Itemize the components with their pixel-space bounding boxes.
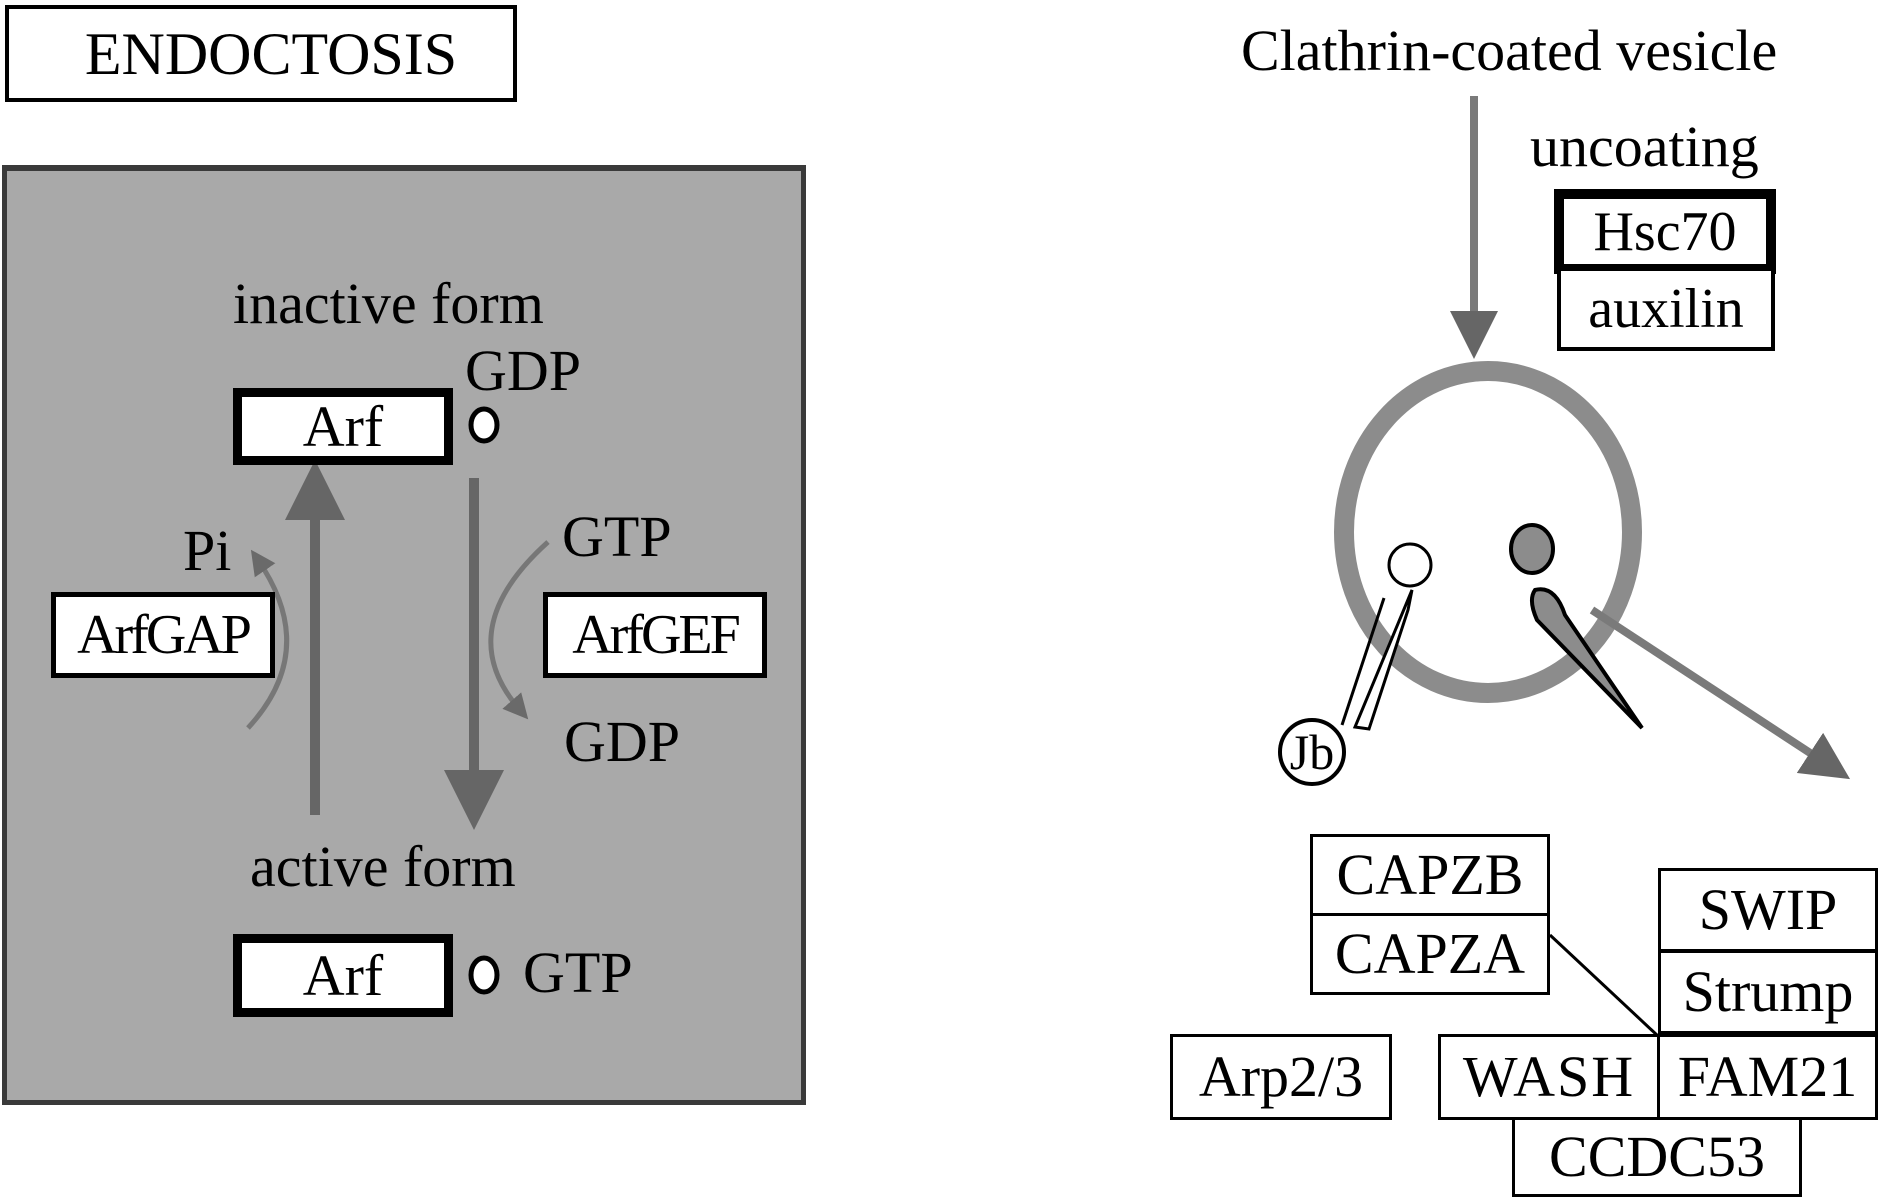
title-box: ENDOCTOSIS — [5, 5, 517, 102]
white-ligand-circle — [1387, 542, 1433, 588]
gef-curve-arrow — [488, 540, 550, 720]
vesicle-membrane — [1334, 361, 1642, 703]
capzb-label: CAPZB — [1336, 842, 1524, 907]
jb-circle — [1278, 718, 1346, 786]
swip-box: SWIP — [1658, 868, 1878, 952]
active-form-label: active form — [250, 834, 516, 899]
outgoing-arrow — [1589, 606, 1851, 780]
gtp-label: GTP — [523, 940, 633, 1005]
capza-label: CAPZA — [1334, 921, 1526, 986]
gdp-circle — [468, 406, 500, 444]
capza-box: CAPZA — [1310, 913, 1550, 995]
auxilin-label: auxilin — [1588, 278, 1744, 340]
grey-ligand-circle — [1509, 523, 1555, 575]
pi-label: Pi — [183, 518, 232, 583]
arp23-box: Arp2/3 — [1170, 1034, 1392, 1120]
arf-inactive-label: Arf — [302, 393, 384, 459]
fam21-label: FAM21 — [1677, 1044, 1858, 1109]
wash-box: WASH — [1438, 1034, 1660, 1120]
title-text: ENDOCTOSIS — [84, 20, 458, 87]
wash-label: WASH — [1462, 1044, 1636, 1109]
clathrin-vesicle-title: Clathrin-coated vesicle — [1241, 18, 1778, 83]
hsc70-label: Hsc70 — [1593, 200, 1737, 263]
arf-inactive-box: Arf — [233, 388, 453, 465]
ccdc53-box: CCDC53 — [1512, 1117, 1802, 1197]
fam21-box: FAM21 — [1657, 1034, 1878, 1120]
gap-curve-arrow — [246, 549, 290, 730]
capza-connector-line — [1548, 933, 1660, 1038]
swip-label: SWIP — [1698, 877, 1838, 942]
capzb-box: CAPZB — [1310, 834, 1550, 916]
gdp-output-label: GDP — [564, 709, 681, 774]
jb-tether-outer — [1340, 597, 1386, 726]
jb-tether — [1352, 589, 1414, 731]
strump-box: Strump — [1658, 950, 1878, 1034]
auxilin-box: auxilin — [1557, 271, 1775, 351]
arp23-label: Arp2/3 — [1198, 1044, 1364, 1109]
arfgap-label: ArfGAP — [77, 604, 252, 666]
ccdc53-label: CCDC53 — [1549, 1124, 1765, 1189]
arfgap-box: ArfGAP — [51, 592, 275, 678]
arf-active-box: Arf — [233, 934, 453, 1017]
arfgef-label: ArfGEF — [572, 604, 741, 666]
strump-label: Strump — [1682, 959, 1854, 1024]
arfgef-box: ArfGEF — [543, 592, 767, 678]
arf-active-label: Arf — [302, 942, 384, 1008]
gtp-input-label: GTP — [562, 504, 672, 569]
uncoating-label: uncoating — [1530, 114, 1759, 179]
gtp-circle — [468, 955, 500, 995]
jb-label: Jb — [1289, 724, 1335, 780]
gdp-label: GDP — [465, 338, 582, 403]
hsc70-box: Hsc70 — [1554, 189, 1776, 274]
grey-tether — [1530, 587, 1644, 730]
inactive-form-label: inactive form — [233, 271, 544, 336]
